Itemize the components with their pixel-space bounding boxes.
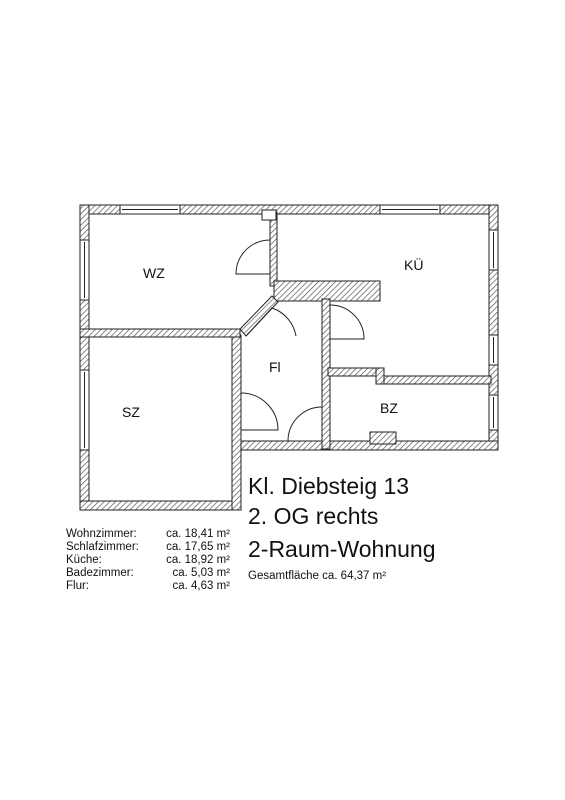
area-value: ca. 18,92 m² — [166, 554, 230, 566]
door-sz — [240, 392, 279, 431]
wall-fl-left-lower — [231, 334, 242, 511]
door-fl-diagonal — [245, 307, 297, 337]
area-table: Wohnzimmer: ca. 18,41 m² Schlafzimmer: c… — [66, 528, 230, 593]
area-value: ca. 17,65 m² — [166, 541, 230, 553]
door-ku — [329, 304, 365, 340]
room-label-wz: WZ — [143, 265, 165, 281]
total-area: Gesamtfläche ca. 64,37 m² — [248, 570, 387, 582]
apartment-type: 2-Raum-Wohnung — [248, 536, 436, 562]
area-row: Badezimmer: ca. 5,03 m² — [66, 567, 230, 580]
wall-bz-niche — [369, 431, 397, 445]
wall-wz-sz — [79, 328, 241, 338]
wall-ku-bz-step — [375, 367, 385, 385]
door-ku-top — [261, 209, 277, 221]
door-wz — [235, 239, 271, 275]
wall-ku-chimney — [273, 280, 381, 302]
room-label-fl: Fl — [269, 359, 281, 375]
door-bz — [287, 406, 323, 442]
wall-fl-diagonal-left — [239, 295, 279, 337]
room-label-bz: BZ — [380, 400, 398, 416]
address-street: Kl. Diebsteig 13 — [248, 473, 410, 499]
outer-wall-bottom-right — [231, 440, 499, 451]
wall-ku-bz — [327, 367, 381, 377]
outer-wall-bottom-left — [79, 500, 241, 511]
area-value: ca. 5,03 m² — [172, 567, 230, 579]
area-name: Badezimmer: — [66, 567, 134, 579]
area-name: Flur: — [66, 580, 89, 592]
area-row: Wohnzimmer: ca. 18,41 m² — [66, 528, 230, 541]
windows — [79, 204, 499, 451]
walls — [79, 204, 499, 511]
area-row: Küche: ca. 18,92 m² — [66, 554, 230, 567]
area-name: Wohnzimmer: — [66, 528, 137, 540]
area-value: ca. 18,41 m² — [166, 528, 230, 540]
area-row: Flur: ca. 4,63 m² — [66, 580, 230, 593]
wall-wz-ku — [269, 211, 278, 287]
doors — [235, 209, 365, 442]
room-label-ku: KÜ — [404, 256, 423, 273]
area-name: Schlafzimmer: — [66, 541, 139, 553]
room-label-sz: SZ — [122, 404, 140, 420]
area-row: Schlafzimmer: ca. 17,65 m² — [66, 541, 230, 554]
area-value: ca. 4,63 m² — [172, 580, 230, 592]
wall-ku-bz-right — [379, 375, 492, 385]
address-floor: 2. OG rechts — [248, 503, 379, 529]
area-name: Küche: — [66, 554, 102, 566]
